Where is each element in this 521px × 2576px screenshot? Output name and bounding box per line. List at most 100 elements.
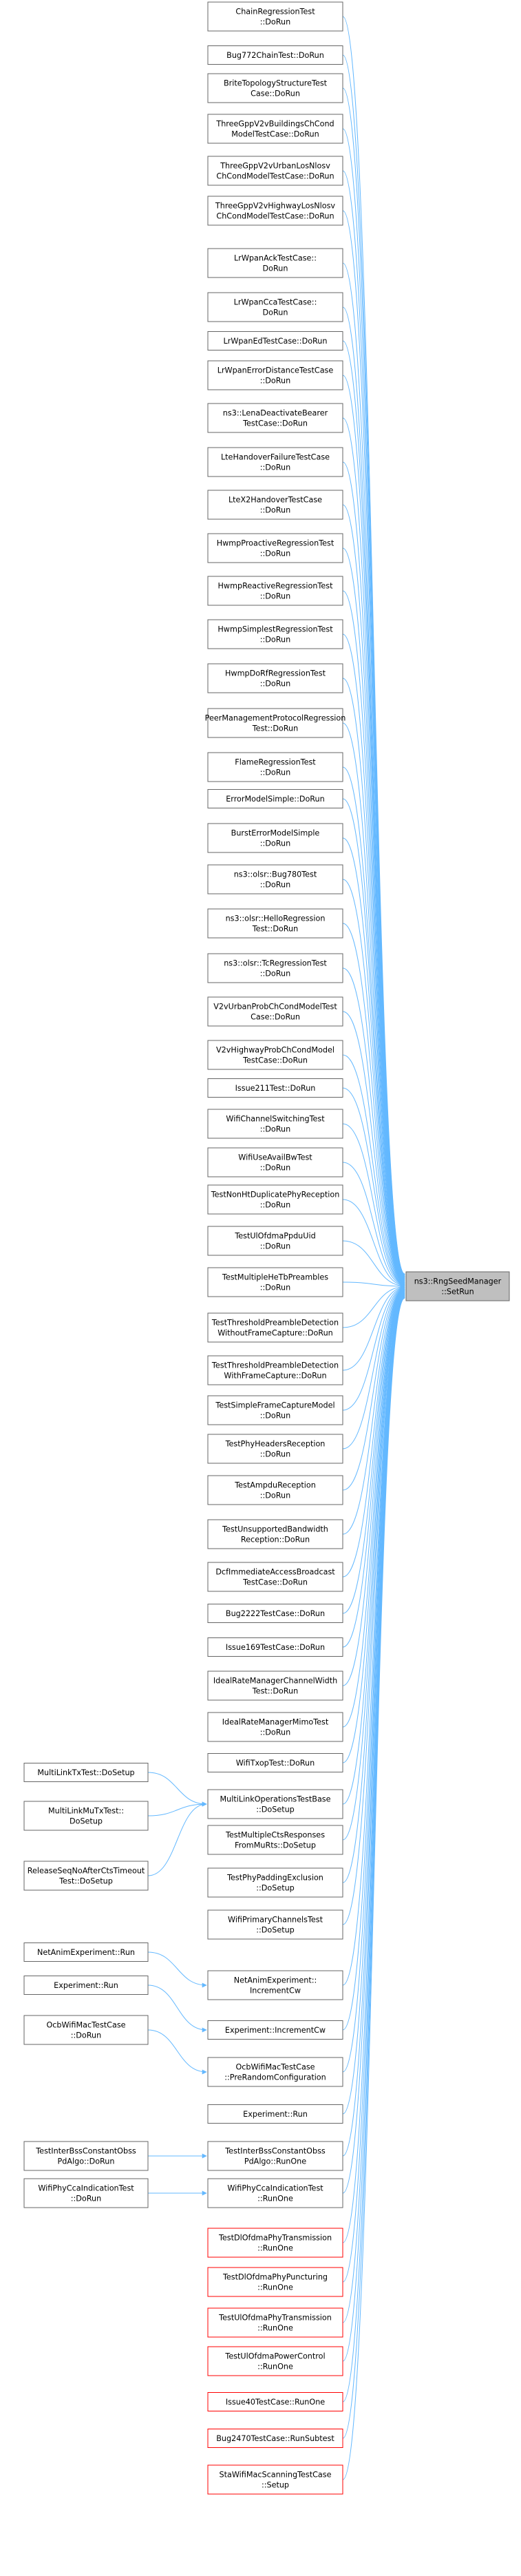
function-node-n17[interactable]: HwmpDoRfRegressionTest::DoRun (207, 663, 343, 693)
function-node-n31[interactable]: TestUlOfdmaPpduUid::DoRun (207, 1226, 343, 1256)
node-box (207, 2346, 343, 2376)
function-node-n22[interactable]: ns3::olsr::Bug780Test::DoRun (207, 864, 343, 894)
function-node-o2[interactable]: MultiLinkMuTxTest::DoSetup (23, 1801, 149, 1831)
node-box (207, 2392, 343, 2411)
call-edge-n28-target (342, 1123, 405, 1288)
function-node-n48[interactable]: WifiPrimaryChannelsTest::DoSetup (207, 1909, 343, 1940)
call-edge-n16-target (342, 633, 405, 1282)
call-edge-n11-target (342, 417, 405, 1280)
function-node-n19[interactable]: FlameRegressionTest::DoRun (207, 752, 343, 782)
function-node-o1[interactable]: MultiLinkTxTest::DoSetup (23, 1763, 149, 1782)
function-node-n51[interactable]: OcbWifiMacTestCase::PreRandomConfigurati… (207, 2057, 343, 2087)
function-node-n1[interactable]: ChainRegressionTest::DoRun (207, 1, 343, 32)
node-label-line: ChainRegressionTest (235, 7, 315, 16)
function-node-n59[interactable]: Issue40TestCase::RunOne (207, 2392, 343, 2411)
function-node-n39[interactable]: DcfImmediateAccessBroadcastTestCase::DoR… (207, 1562, 343, 1592)
node-box (207, 533, 343, 563)
function-node-n32[interactable]: TestMultipleHeTbPreambles::DoRun (207, 1267, 343, 1297)
function-node-n50[interactable]: Experiment::IncrementCw (207, 2020, 343, 2040)
function-node-n7[interactable]: LrWpanAckTestCase::DoRun (207, 248, 343, 278)
function-node-n20[interactable]: ErrorModelSimple::DoRun (207, 789, 343, 808)
function-node-n55[interactable]: TestDlOfdmaPhyTransmission::RunOne (207, 2228, 343, 2258)
node-label-line: TestUlOfdmaPpduUid (234, 1231, 315, 1240)
function-node-n5[interactable]: ThreeGppV2vUrbanLosNlosvChCondModelTestC… (207, 156, 343, 186)
target-function-node[interactable]: ns3::RngSeedManager::SetRun (405, 1271, 510, 1301)
function-node-n18[interactable]: PeerManagementProtocolRegressionTest::Do… (205, 708, 346, 738)
function-node-n9[interactable]: LrWpanEdTestCase::DoRun (207, 331, 343, 350)
function-node-n29[interactable]: WifiUseAvailBwTest::DoRun (207, 1147, 343, 1177)
call-edge-n46-target (342, 1289, 405, 1841)
node-label-line: FromMuRts::DoSetup (235, 1841, 316, 1850)
function-node-n35[interactable]: TestSimpleFrameCaptureModel::DoRun (207, 1395, 343, 1425)
call-edge-n2-target (342, 54, 405, 1277)
node-label-line: ChCondModelTestCase::DoRun (216, 171, 334, 180)
node-box (207, 2429, 343, 2448)
function-node-n45[interactable]: MultiLinkOperationsTestBase::DoSetup (207, 1789, 343, 1819)
function-node-n34[interactable]: TestThresholdPreambleDetectionWithFrameC… (207, 1355, 343, 1385)
function-node-n33[interactable]: TestThresholdPreambleDetectionWithoutFra… (207, 1312, 343, 1343)
function-node-n28[interactable]: WifiChannelSwitchingTest::DoRun (207, 1109, 343, 1139)
node-box (23, 1801, 149, 1831)
function-node-n21[interactable]: BurstErrorModelSimple::DoRun (207, 823, 343, 853)
function-node-n24[interactable]: ns3::olsr::TcRegressionTest::DoRun (207, 953, 343, 983)
node-label-line: Bug772ChainTest::DoRun (226, 51, 324, 60)
function-node-o5[interactable]: Experiment::Run (23, 1976, 149, 1995)
function-node-n37[interactable]: TestAmpduReception::DoRun (207, 1475, 343, 1505)
function-node-n57[interactable]: TestUlOfdmaPhyTransmission::RunOne (207, 2307, 343, 2338)
node-label-line: ::RunOne (257, 2194, 293, 2203)
function-node-n49[interactable]: NetAnimExperiment::IncrementCw (207, 1970, 343, 2000)
function-node-n13[interactable]: LteX2HandoverTestCase::DoRun (207, 490, 343, 520)
function-node-n58[interactable]: TestUlOfdmaPowerControl::RunOne (207, 2346, 343, 2376)
node-label-line: V2vHighwayProbChCondModel (216, 1045, 334, 1054)
function-node-n4[interactable]: ThreeGppV2vBuildingsChCondModelTestCase:… (207, 114, 343, 144)
function-node-n40[interactable]: Bug2222TestCase::DoRun (207, 1604, 343, 1623)
function-node-n41[interactable]: Issue169TestCase::DoRun (207, 1637, 343, 1657)
call-edge-n43-target (342, 1288, 405, 1728)
function-node-n12[interactable]: LteHandoverFailureTestCase::DoRun (207, 447, 343, 477)
node-label-line: WithoutFrameCapture::DoRun (217, 1328, 333, 1337)
function-node-n30[interactable]: TestNonHtDuplicatePhyReception::DoRun (207, 1184, 343, 1215)
node-label-line: ::RunOne (257, 2243, 293, 2252)
function-node-n14[interactable]: HwmpProactiveRegressionTest::DoRun (207, 533, 343, 563)
function-node-n60[interactable]: Bug2470TestCase::RunSubtest (207, 2429, 343, 2448)
function-node-o6[interactable]: OcbWifiMacTestCase::DoRun (23, 2015, 149, 2045)
call-edge-n50-target (342, 1291, 405, 2031)
call-edge-n42-target (342, 1288, 405, 1686)
function-node-o4[interactable]: NetAnimExperiment::Run (23, 1943, 149, 1962)
function-node-n52[interactable]: Experiment::Run (207, 2104, 343, 2124)
function-node-n36[interactable]: TestPhyHeadersReception::DoRun (207, 1434, 343, 1464)
node-label-line: TestCase::DoRun (242, 1578, 308, 1587)
function-node-n2[interactable]: Bug772ChainTest::DoRun (207, 45, 343, 65)
function-node-o8[interactable]: WifiPhyCcaIndicationTest::DoRun (23, 2178, 149, 2208)
function-node-n43[interactable]: IdealRateManagerMimoTest::DoRun (207, 1712, 343, 1742)
function-node-n61[interactable]: StaWifiMacScanningTestCase::Setup (207, 2464, 343, 2495)
function-node-n16[interactable]: HwmpSimplestRegressionTest::DoRun (207, 619, 343, 649)
function-node-n15[interactable]: HwmpReactiveRegressionTest::DoRun (207, 576, 343, 606)
node-label-line: MultiLinkTxTest::DoSetup (37, 1768, 134, 1777)
function-node-n10[interactable]: LrWpanErrorDistanceTestCase::DoRun (207, 360, 343, 390)
call-edge-o4-n49 (147, 1951, 207, 1988)
function-node-n47[interactable]: TestPhyPaddingExclusion::DoSetup (207, 1867, 343, 1898)
function-node-n46[interactable]: TestMultipleCtsResponsesFromMuRts::DoSet… (207, 1825, 343, 1855)
function-node-n56[interactable]: TestDlOfdmaPhyPuncturing::RunOne (207, 2267, 343, 2297)
function-node-n6[interactable]: ThreeGppV2vHighwayLosNlosvChCondModelTes… (207, 196, 343, 226)
function-node-n27[interactable]: Issue211Test::DoRun (207, 1078, 343, 1098)
node-label-line: Issue40TestCase::RunOne (226, 2398, 325, 2407)
node-label-line: ::DoRun (260, 635, 290, 644)
node-label-line: IdealRateManagerChannelWidth (213, 1676, 337, 1685)
function-node-n54[interactable]: WifiPhyCcaIndicationTest::RunOne (207, 2178, 343, 2208)
node-box (207, 403, 343, 433)
call-edge-n5-target (342, 170, 405, 1278)
function-node-n8[interactable]: LrWpanCcaTestCase::DoRun (207, 292, 343, 322)
function-node-n44[interactable]: WifiTxopTest::DoRun (207, 1753, 343, 1772)
